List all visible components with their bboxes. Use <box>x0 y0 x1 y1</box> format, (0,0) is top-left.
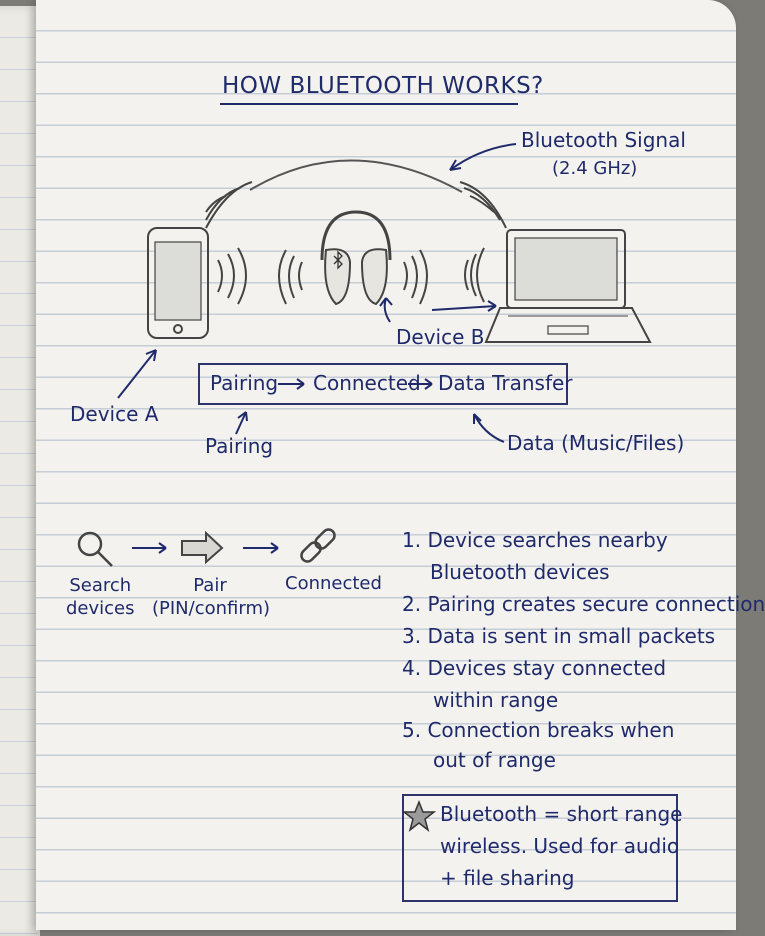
search-label-line1: Search <box>69 575 132 596</box>
link-icon <box>300 528 336 563</box>
flow-step-data-transfer: Data Transfer <box>438 371 573 395</box>
note-line-1: Bluetooth = short range <box>440 802 683 826</box>
arrow-data <box>473 413 505 443</box>
phone-icon <box>147 227 209 339</box>
arrow-signal <box>449 143 517 171</box>
signal-frequency-label: (2.4 GHz) <box>552 158 638 179</box>
search-label-line2: devices <box>66 597 135 619</box>
left-page <box>0 6 40 936</box>
pair-label-line1: Pair <box>193 575 227 596</box>
list-item: 4. Devices stay connected <box>402 656 667 680</box>
signal-waves-icon <box>278 181 507 305</box>
process-connected-label: Connected <box>285 573 382 594</box>
list-item-continued: out of range <box>433 748 556 772</box>
summary-note-box: Bluetooth = short range wireless. Used f… <box>402 794 682 902</box>
process-arrow-2 <box>243 542 279 554</box>
diagram-drawing <box>77 143 652 832</box>
list-item: 3. Data is sent in small packets <box>402 624 716 648</box>
signal-arc <box>249 159 463 193</box>
process-search-label: Search devices <box>66 575 135 620</box>
search-icon <box>77 531 113 567</box>
device-b-label: Device B <box>396 325 485 349</box>
list-item: 2. Pairing creates secure connection <box>402 592 765 616</box>
pair-arrow-icon <box>181 530 224 565</box>
flow-step-pairing: Pairing <box>210 371 279 395</box>
pairing-label: Pairing <box>205 434 274 458</box>
list-item-continued: Bluetooth devices <box>430 560 610 584</box>
note-line-3: + file sharing <box>440 866 575 890</box>
flow-arrow-1 <box>278 378 305 390</box>
flow-box: Pairing Connected Data Transfer <box>198 363 573 405</box>
note-line-2: wireless. Used for audio <box>440 834 680 858</box>
flow-arrow-2 <box>408 378 433 390</box>
pair-label-line2: (PIN/confirm) <box>152 597 271 619</box>
flow-step-connected: Connected <box>313 371 421 395</box>
title-underline <box>220 103 518 105</box>
headphones-icon <box>320 210 392 306</box>
process-pair-label: Pair (PIN/confirm) <box>152 575 271 620</box>
list-item-continued: within range <box>433 688 559 712</box>
signal-label: Bluetooth Signal <box>521 128 686 152</box>
star-icon <box>401 799 437 832</box>
page-title: HOW BLUETOOTH WORKS? <box>222 73 544 99</box>
signal-waves-icon <box>205 181 253 305</box>
list-item: 5. Connection breaks when <box>402 718 675 742</box>
arrow-device-a <box>117 349 157 399</box>
list-item: 1. Device searches nearby <box>402 528 668 552</box>
process-arrow-1 <box>132 542 167 554</box>
bluetooth-icon <box>333 250 343 270</box>
data-label: Data (Music/Files) <box>507 431 685 455</box>
notebook-page <box>36 0 736 930</box>
laptop-icon <box>484 229 652 343</box>
device-a-label: Device A <box>70 402 159 426</box>
arrow-device-b-right <box>431 305 497 311</box>
arrow-pairing <box>235 411 247 435</box>
